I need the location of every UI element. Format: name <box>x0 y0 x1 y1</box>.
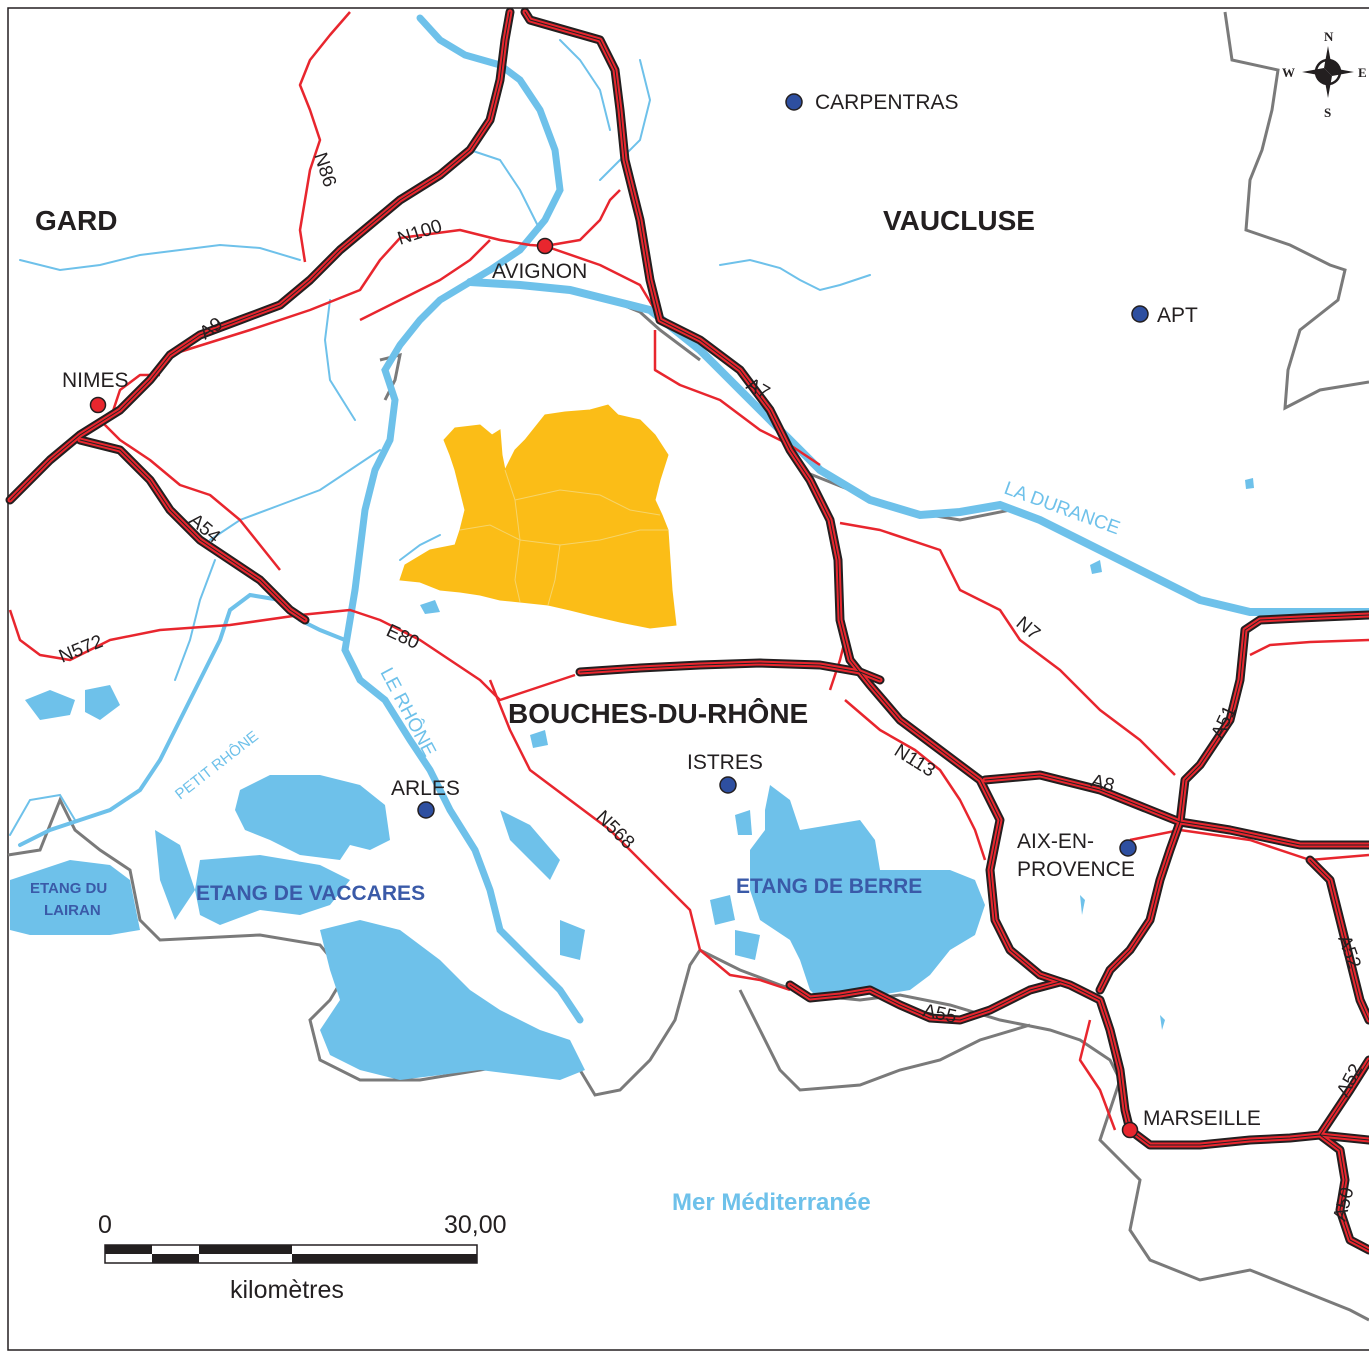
city-marker-apt[interactable] <box>1131 305 1149 323</box>
etang-label-berre: ETANG DE BERRE <box>736 875 922 898</box>
city-marker-istres[interactable] <box>719 776 737 794</box>
dept-label-gard: GARD <box>35 205 117 236</box>
city-label-nimes: NIMES <box>62 369 129 392</box>
etang-du-lairan-shape <box>10 860 140 935</box>
city-marker-carpentras[interactable] <box>785 93 803 111</box>
compass-e: E <box>1358 65 1367 80</box>
compass-rose-icon: N S E W <box>1282 29 1367 120</box>
minor-cities: CARPENTRAS APT ARLES ISTRES AIX-EN- PROV… <box>391 91 1198 881</box>
durance-river <box>466 278 1369 616</box>
scale-end-label: 30,00 <box>444 1211 507 1239</box>
etang-label-lairan-line1: ETANG DU <box>30 880 107 897</box>
map-frame-border <box>7 7 1369 1351</box>
city-label-aix-line1: AIX-EN- <box>1017 830 1094 853</box>
city-label-istres: ISTRES <box>687 751 763 774</box>
dept-label-vaucluse: VAUCLUSE <box>883 205 1035 236</box>
city-marker-marseille[interactable] <box>1121 1121 1139 1139</box>
scale-bar: 0 30,00 kilomètres <box>98 1211 507 1304</box>
compass-s: S <box>1324 105 1331 120</box>
etang-label-vaccares: ETANG DE VACCARES <box>196 882 425 905</box>
city-marker-arles[interactable] <box>417 801 435 819</box>
rhone-river <box>341 14 584 1024</box>
city-label-marseille: MARSEILLE <box>1143 1107 1261 1130</box>
etang-de-vaccares-shape <box>235 775 390 860</box>
city-label-arles: ARLES <box>391 777 460 800</box>
scale-unit-label: kilomètres <box>230 1276 344 1304</box>
major-cities: AVIGNON NIMES MARSEILLE <box>62 237 1261 1139</box>
autoroutes <box>5 7 1369 1255</box>
sea-label: Mer Méditerranée <box>672 1189 871 1216</box>
city-marker-aix-en-provence[interactable] <box>1119 839 1137 857</box>
dept-label-bouches-du-rhone: BOUCHES-DU-RHÔNE <box>508 697 808 729</box>
city-label-aix-line2: PROVENCE <box>1017 858 1135 881</box>
city-label-avignon: AVIGNON <box>492 260 587 283</box>
compass-w: W <box>1282 65 1295 80</box>
compass-n: N <box>1324 29 1334 44</box>
etang-de-berre-shape <box>750 785 985 1000</box>
city-label-carpentras: CARPENTRAS <box>815 91 959 114</box>
etang-label-lairan-line2: LAIRAN <box>44 902 101 919</box>
city-label-apt: APT <box>1157 304 1198 327</box>
city-marker-nimes[interactable] <box>89 396 107 414</box>
scale-start-label: 0 <box>98 1211 112 1239</box>
highlight-area <box>399 404 677 629</box>
city-marker-avignon[interactable] <box>536 237 554 255</box>
water-bodies <box>10 478 1254 1080</box>
